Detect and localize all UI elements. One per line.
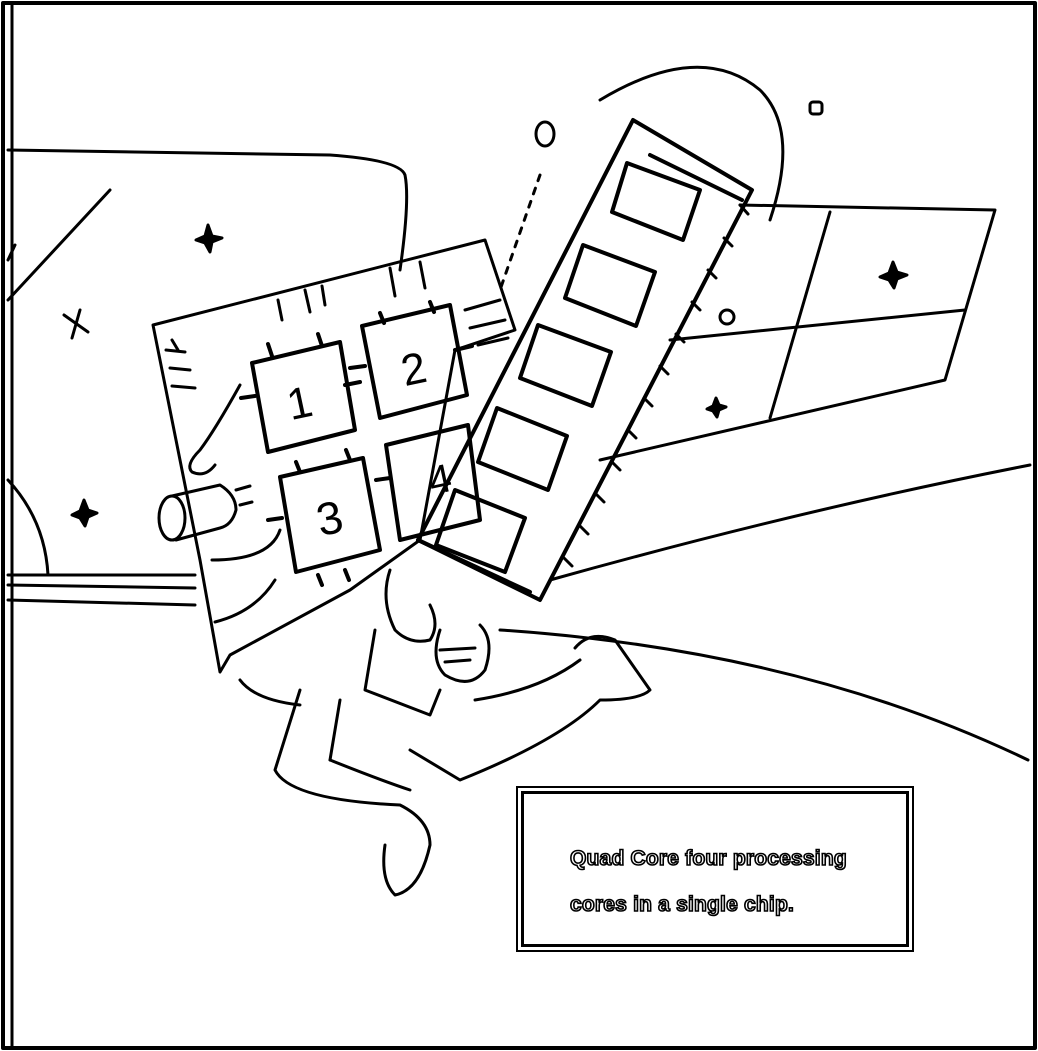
- connector-port: [157, 483, 254, 542]
- worker-figure: [238, 568, 652, 897]
- cpu-core-2: [348, 300, 474, 420]
- chip-label-3: 3: [312, 490, 348, 546]
- memory-module: [416, 65, 785, 602]
- board-pins: [276, 260, 510, 347]
- chip-label-1: 1: [283, 377, 317, 430]
- background-window: [6, 148, 409, 607]
- background-screen: [498, 203, 1032, 762]
- cpu-core-3: [266, 448, 382, 587]
- chip-label-2: 2: [397, 343, 431, 396]
- cpu-core-4: [374, 423, 482, 542]
- motherboard: [151, 238, 517, 674]
- caption-box: Quad Core four processing cores in a sin…: [516, 786, 914, 952]
- star-icons: [70, 223, 909, 528]
- sparkle-marks: [62, 100, 824, 340]
- cpu-core-1: [239, 332, 362, 454]
- caption-text: Quad Core four processing cores in a sin…: [569, 846, 847, 917]
